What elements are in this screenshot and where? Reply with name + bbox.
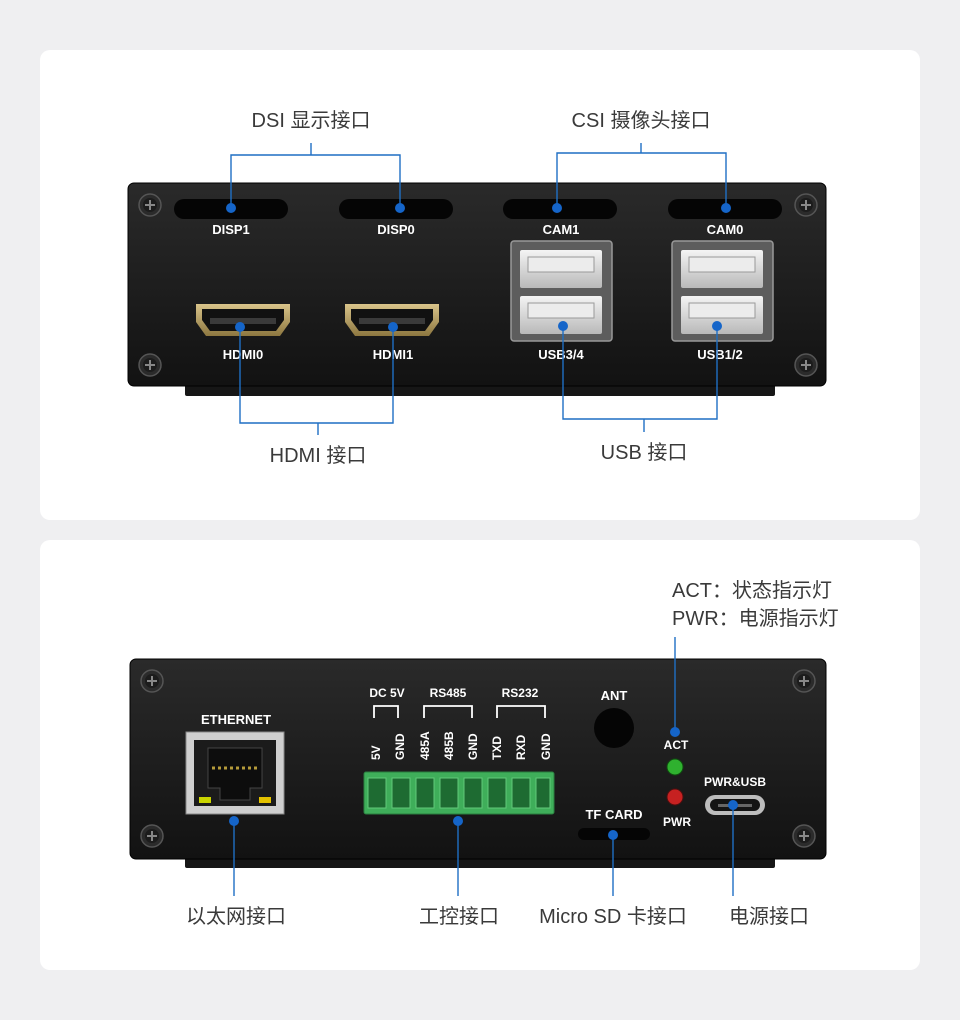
dsi-callout: DSI 显示接口 [252,109,371,132]
ethernet-port [185,731,285,815]
usb34-label: USB3/4 [538,347,584,362]
screw-icon [138,193,162,217]
industrial-callout: 工控接口 [419,905,499,928]
hdmi0-label: HDMI0 [223,347,263,362]
pin-label: 485B [442,731,456,760]
usb-leader-lines [558,321,722,432]
rs485-label: RS485 [430,686,467,700]
terminal-group-brackets [373,705,546,718]
hdmi1-port [345,304,439,336]
front-enclosure [127,182,827,396]
screw-icon [794,353,818,377]
pin-label: 5V [369,745,383,760]
csi-callout: CSI 摄像头接口 [572,109,711,132]
pin-label: 485A [418,731,432,760]
ethernet-label: ETHERNET [201,712,271,727]
antenna-hole [594,708,634,748]
cam1-label: CAM1 [543,222,580,237]
screw-icon [138,353,162,377]
pwr-led [666,788,684,806]
pwr-label: PWR [663,815,691,829]
screw-icon [792,669,816,693]
ant-label: ANT [601,688,628,703]
csi-leader-lines [552,143,731,213]
screw-icon [792,824,816,848]
pin-label: TXD [490,736,504,760]
usb12-port-stack [671,240,774,342]
dc5v-label: DC 5V [369,686,404,700]
bottom-leader-lines [229,637,738,896]
pin-label: GND [393,733,407,760]
pin-label: GND [466,733,480,760]
rear-enclosure [129,658,827,868]
disp1-label: DISP1 [212,222,250,237]
ethernet-callout: 以太网接口 [186,905,286,928]
pwr-usb-label: PWR&USB [704,775,766,789]
act-led [666,758,684,776]
terminal-block [363,771,555,815]
usb-callout: USB 接口 [601,441,688,464]
screw-icon [140,824,164,848]
power-callout: 电源接口 [729,905,809,928]
hdmi-callout: HDMI 接口 [270,444,367,467]
rs232-label: RS232 [502,686,539,700]
hdmi-leader-lines [235,322,398,435]
cam0-label: CAM0 [707,222,744,237]
pin-label: RXD [514,734,528,760]
dsi-leader-lines [226,143,405,213]
tf-card-label: TF CARD [585,807,642,822]
usb34-port-stack [510,240,613,342]
disp0-label: DISP0 [377,222,415,237]
indicator-callout-pwr: PWR：电源指示灯 [672,607,839,630]
indicator-callout-act: ACT：状态指示灯 [672,579,832,602]
screw-icon [140,669,164,693]
usb12-label: USB1/2 [697,347,743,362]
microsd-callout: Micro SD 卡接口 [539,905,687,928]
terminal-pin-labels: 5V GND 485A 485B GND TXD RXD GND [369,731,553,760]
hdmi0-port [196,304,290,336]
act-label: ACT [664,738,689,752]
screw-icon [794,193,818,217]
pin-label: GND [539,733,553,760]
